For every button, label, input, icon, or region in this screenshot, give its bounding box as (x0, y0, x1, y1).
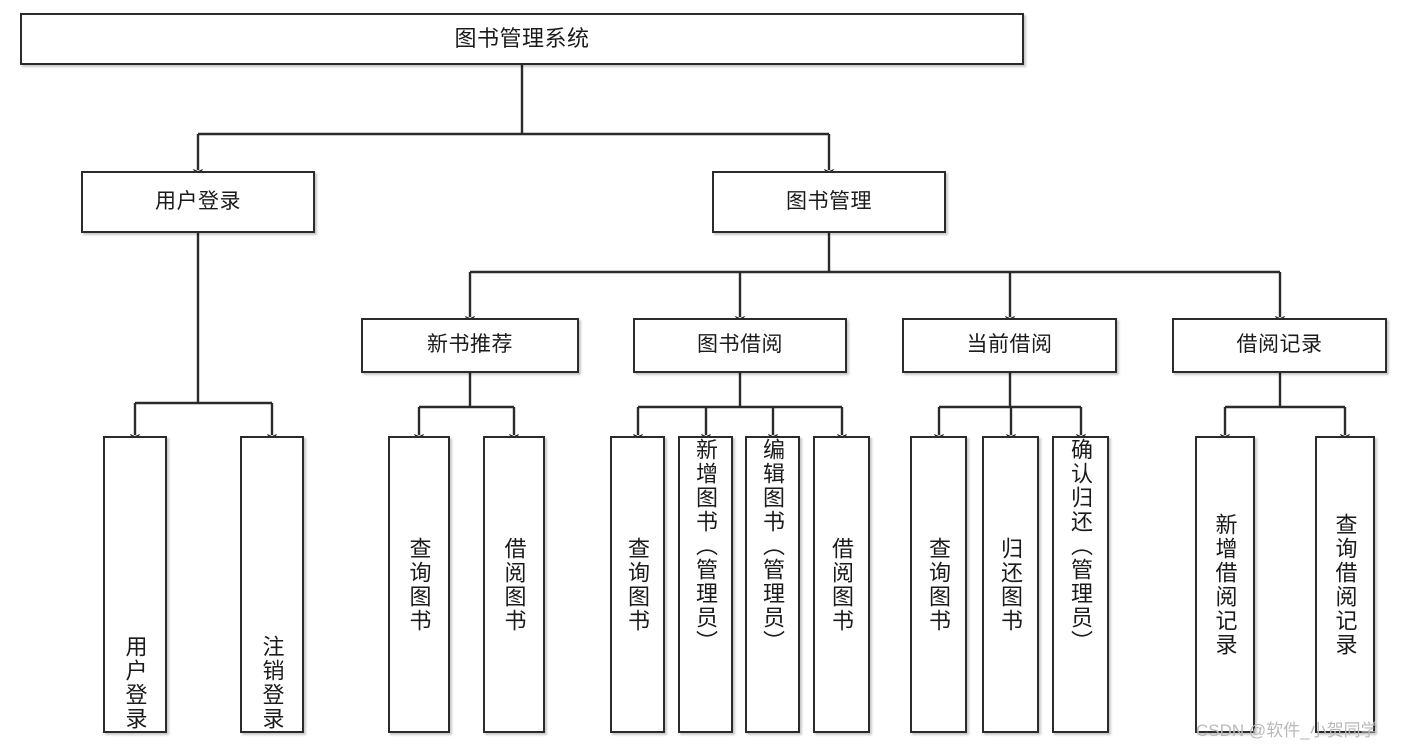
node-label: 查询借阅记录 (1332, 512, 1358, 657)
node-l-bbook2[interactable]: 借阅图书 (813, 436, 870, 733)
node-label: 借阅记录 (1236, 333, 1323, 357)
node-l-addrec[interactable]: 新增借阅记录 (1195, 436, 1255, 733)
node-history[interactable]: 借阅记录 (1172, 318, 1387, 373)
node-l-editbook[interactable]: 编辑图书（管理员） (745, 436, 800, 733)
node-l-bbook1[interactable]: 借阅图书 (483, 436, 545, 733)
node-newrec[interactable]: 新书推荐 (361, 318, 579, 373)
node-label: 借阅图书 (829, 536, 855, 633)
node-label: 新增借阅记录 (1212, 512, 1238, 657)
node-l-qbook2[interactable]: 查询图书 (610, 436, 665, 733)
node-borrow[interactable]: 图书借阅 (633, 318, 847, 373)
node-label: 用户登录 (122, 635, 148, 731)
node-root[interactable]: 图书管理系统 (20, 13, 1024, 65)
node-label: 图书借阅 (697, 333, 783, 357)
node-l-logout[interactable]: 注销登录 (240, 436, 304, 733)
node-label: 新增图书（管理员） (693, 438, 719, 654)
node-l-return[interactable]: 归还图书 (982, 436, 1039, 733)
node-l-qrec[interactable]: 查询借阅记录 (1315, 436, 1375, 733)
node-label: 图书管理系统 (454, 26, 590, 52)
node-label: 当前借阅 (966, 333, 1053, 357)
node-label: 归还图书 (998, 536, 1024, 633)
node-label: 查询图书 (926, 536, 952, 633)
watermark-text: CSDN @软件_小贺同学 (1196, 721, 1378, 740)
node-label: 编辑图书（管理员） (760, 438, 786, 654)
node-label: 注销登录 (259, 635, 285, 731)
node-current[interactable]: 当前借阅 (902, 318, 1117, 373)
node-label: 图书管理 (786, 189, 872, 213)
node-label: 用户登录 (155, 189, 241, 213)
node-login[interactable]: 用户登录 (81, 171, 315, 233)
node-l-confirm[interactable]: 确认归还（管理员） (1052, 436, 1109, 733)
node-label: 新书推荐 (427, 333, 513, 357)
node-l-addbook[interactable]: 新增图书（管理员） (678, 436, 733, 733)
node-l-qbook1[interactable]: 查询图书 (388, 436, 450, 733)
node-l-login[interactable]: 用户登录 (103, 436, 167, 733)
node-label: 借阅图书 (501, 536, 527, 633)
node-l-qbook3[interactable]: 查询图书 (910, 436, 967, 733)
node-label: 确认归还（管理员） (1068, 438, 1094, 654)
node-bookmgmt[interactable]: 图书管理 (712, 171, 946, 233)
node-label: 查询图书 (625, 536, 651, 633)
node-label: 查询图书 (406, 536, 432, 633)
